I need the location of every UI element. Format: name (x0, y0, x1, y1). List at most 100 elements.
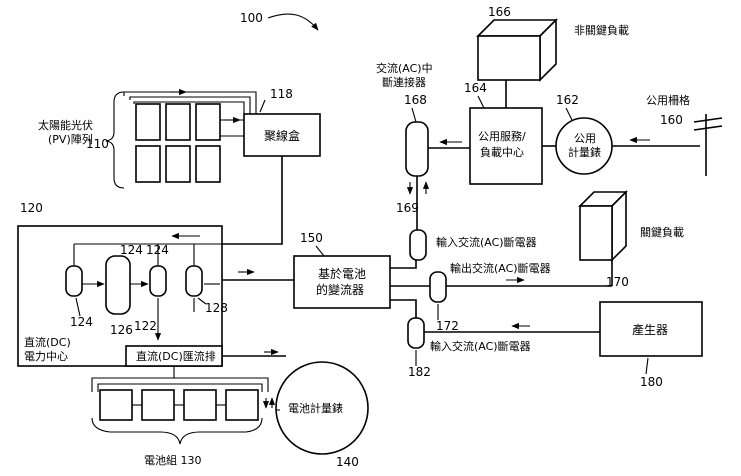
ac-disconnect-label-line1: 交流(AC)中 (376, 61, 433, 75)
generator-rect (599, 301, 703, 357)
dc-center-label-line1: 直流(DC) (24, 335, 71, 349)
utility-grid: 公用柵格 160 (646, 93, 723, 176)
utility-pole-arm (693, 125, 723, 131)
battery-brace (91, 417, 263, 445)
battery-meter-label: 電池計量錶 (288, 401, 343, 415)
dc-ref-124-a: 124 (70, 315, 93, 329)
dc-center-ref: 120 (20, 201, 43, 215)
utility-pole-arm (693, 117, 723, 123)
battery-meter: 電池計量錶 140 (275, 361, 369, 469)
pv-panel (165, 145, 191, 183)
ac-disconnect-ref: 168 (404, 93, 427, 107)
service-center-label-line1: 公用服務/ (478, 129, 526, 143)
battery-meter-circle (275, 361, 369, 455)
dc-ref-124-b: 124 (120, 243, 143, 257)
battery-bank: 電池組 130 (91, 366, 276, 467)
battery-wire (91, 377, 269, 392)
utility-grid-ref: 160 (660, 113, 683, 127)
noncritical-load-label: 非關鍵負載 (574, 23, 629, 37)
combiner-box-label: 聚線盒 (264, 128, 300, 143)
pv-array-label-line2: (PV)陣列 (48, 132, 93, 146)
ac-disconnect-leader (411, 107, 417, 123)
pv-panel (135, 103, 161, 141)
service-center-leader (477, 95, 485, 109)
dc-ref-124-c: 124 (146, 243, 169, 257)
output-breaker-ref: 172 (436, 319, 459, 333)
output-breaker-label: 輸出交流(AC)斷電器 (450, 261, 551, 275)
pv-array-brace (105, 91, 125, 189)
ac-disconnect: 交流(AC)中 斷連接器 168 169 (376, 61, 470, 230)
battery-bank-label: 電池組 130 (144, 454, 202, 467)
pv-panel (135, 145, 161, 183)
battery-meter-ref: 140 (336, 455, 359, 469)
inverter-rect (293, 255, 391, 309)
inverter-label-line2: 的變流器 (316, 282, 364, 297)
output-breaker: 輸出交流(AC)斷電器 172 (429, 260, 613, 333)
service-center-rect (469, 107, 543, 185)
input-breaker-top-label: 輸入交流(AC)斷電器 (436, 235, 537, 249)
dc-converter (185, 265, 203, 297)
pv-panel (195, 145, 221, 183)
battery-cell (225, 389, 259, 421)
pv-panel (165, 103, 191, 141)
ac-disconnect-label-line2: 斷連接器 (382, 75, 426, 89)
pv-array-ref: 110 (86, 137, 109, 151)
combiner-box-ref: 118 (270, 87, 293, 101)
dc-converter (149, 265, 167, 297)
dc-leader (197, 297, 207, 305)
utility-meter-ref: 162 (556, 93, 579, 107)
critical-load-label: 關鍵負載 (640, 225, 684, 239)
inverter-to-top-breaker (390, 258, 417, 269)
utility-grid-label: 公用柵格 (646, 93, 690, 107)
dc-ref-128: 128 (205, 301, 228, 315)
noncritical-load: 166 非關鍵負載 (476, 5, 629, 82)
dc-leader (75, 297, 81, 317)
dc-center-rect (17, 225, 223, 367)
combiner-box-leader (259, 99, 266, 113)
inverter-ref: 150 (300, 231, 323, 245)
pv-array-label-line1: 太陽能光伏 (38, 118, 93, 132)
battery-cell (141, 389, 175, 421)
dc-power-center: 120 直流(DC) 電力中心 124 124 124 126 122 128 (17, 201, 228, 367)
combiner-to-dc-line (222, 156, 283, 245)
ac-breaker-ref: 169 (396, 201, 419, 215)
dc-busbar-label: 直流(DC)匯流排 (136, 349, 216, 363)
pv-wire-1 (123, 91, 257, 114)
critical-load-ref: 170 (606, 275, 629, 289)
battery-wire (97, 383, 263, 392)
generator-ref: 180 (640, 375, 663, 389)
input-breaker-bottom-rect (407, 317, 425, 349)
utility-meter-label-line1: 公用 (574, 132, 596, 145)
combiner-box: 聚線盒 118 (171, 87, 321, 245)
input-breaker-bottom-ref: 182 (408, 365, 431, 379)
generator-leader (645, 357, 649, 375)
input-breaker-top: 輸入交流(AC)斷電器 (409, 229, 537, 261)
figure-number-text: 100 (240, 11, 263, 25)
figure-number: 100 (240, 11, 319, 31)
pv-wire-3 (133, 101, 245, 114)
ac-disconnect-rect (405, 121, 429, 177)
service-center-label-line2: 負載中心 (480, 146, 524, 159)
dc-ref-126: 126 (110, 323, 133, 337)
generator-label: 產生器 (632, 322, 668, 337)
dc-converter (65, 265, 83, 297)
inverter-label-line1: 基於電池 (318, 266, 366, 281)
critical-load-front (579, 205, 613, 261)
utility-meter: 公用 計量錶 162 (555, 93, 700, 175)
critical-load: 關鍵負載 170 (578, 190, 684, 289)
inverter-leader (315, 245, 325, 257)
noncritical-load-front (477, 35, 541, 81)
inverter: 基於電池 的變流器 150 (222, 231, 430, 318)
dc-module (105, 255, 131, 315)
noncritical-load-ref: 166 (488, 5, 511, 19)
utility-meter-leader (565, 107, 573, 121)
pv-wire-2 (129, 96, 251, 114)
dc-busbar: 直流(DC)匯流排 (125, 345, 286, 367)
dc-ref-122: 122 (134, 319, 157, 333)
figure-number-arrow (267, 13, 319, 31)
utility-meter-label-line2: 計量錶 (568, 145, 601, 159)
input-breaker-bottom-label: 輸入交流(AC)斷電器 (430, 339, 531, 353)
generator: 產生器 180 (599, 301, 703, 389)
input-breaker-bottom: 輸入交流(AC)斷電器 182 (407, 317, 600, 379)
